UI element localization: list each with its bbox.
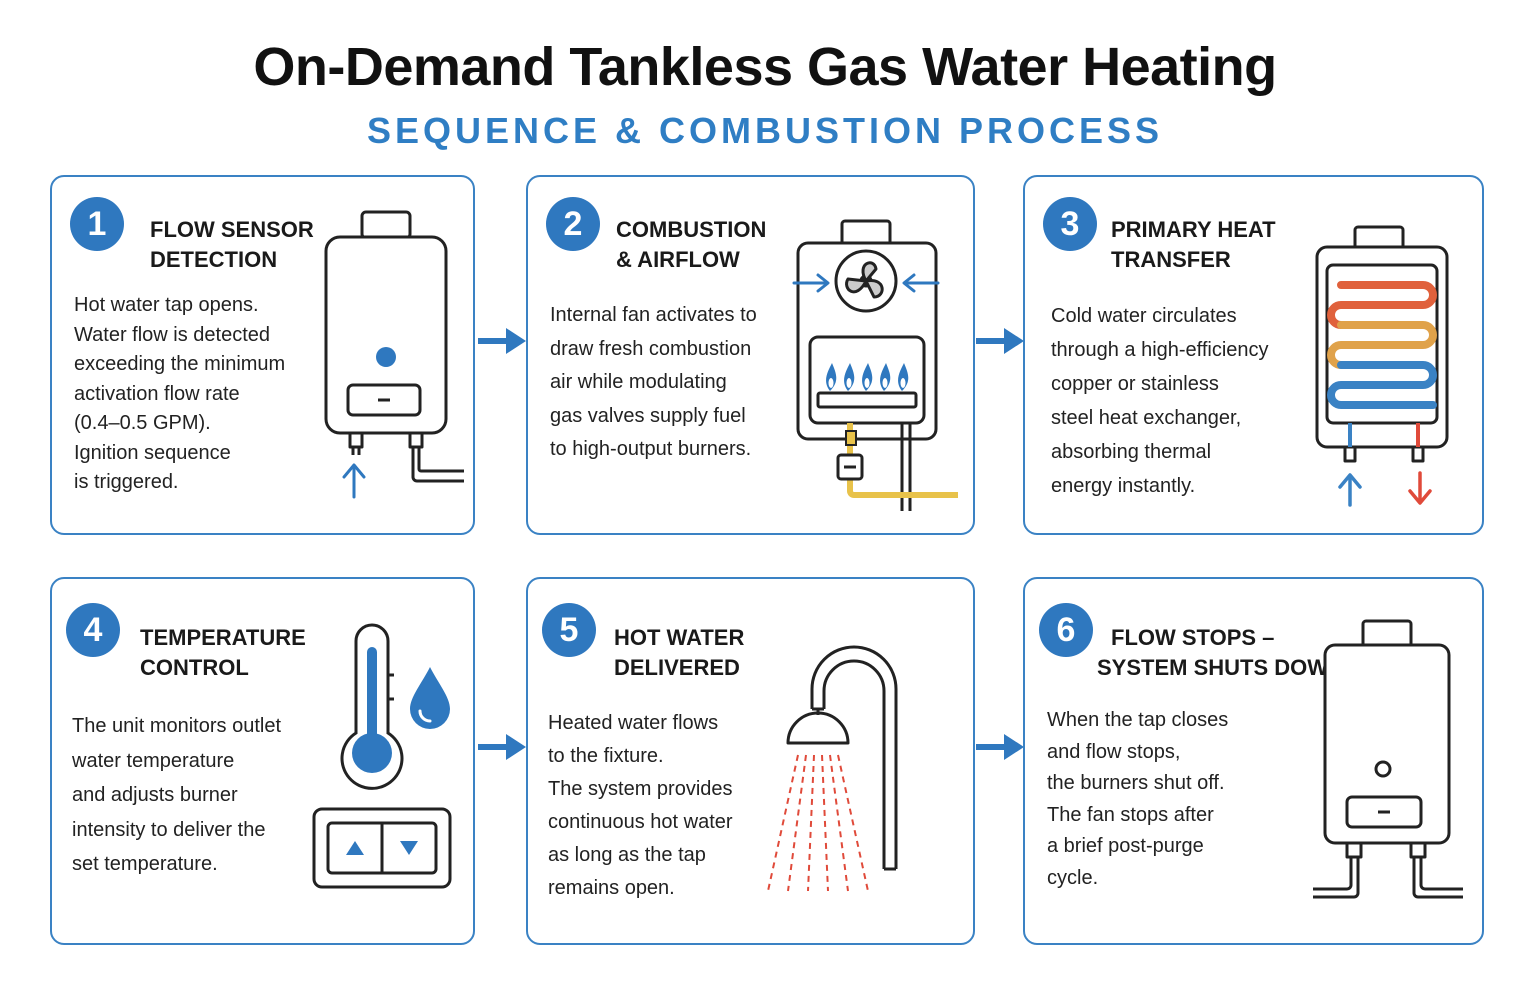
page-subtitle: SEQUENCE & COMBUSTION PROCESS: [366, 110, 1164, 151]
heat-exchanger-icon: [1315, 225, 1449, 507]
flow-arrow-icon: [976, 734, 1024, 760]
step-number-badge: 1: [70, 197, 124, 251]
step-number-badge: 3: [1043, 197, 1097, 251]
shower-icon: [767, 645, 898, 892]
page-title: On-Demand Tankless Gas Water Heating: [253, 37, 1277, 97]
temp-up-icon: [346, 841, 364, 855]
water-heater-unit-icon: [324, 210, 464, 499]
flow-arrow-icon: [976, 328, 1024, 354]
temperature-buttons[interactable]: [312, 807, 452, 891]
step-number-badge: 6: [1039, 603, 1093, 657]
water-heater-off-icon: [1313, 619, 1463, 899]
flow-arrow-icon: [478, 734, 526, 760]
step-card-2: 2 COMBUSTION& AIRFLOW Internal fan activ…: [526, 175, 975, 535]
step-heading: COMBUSTION& AIRFLOW: [616, 217, 767, 272]
temp-down-icon: [400, 841, 418, 855]
step-number-badge: 4: [66, 603, 120, 657]
flow-arrow-icon: [478, 328, 526, 354]
step-number-badge: 2: [546, 197, 600, 251]
thermometer-icon: [340, 623, 450, 790]
step-card-6: 6 FLOW STOPS –SYSTEM SHUTS DOWN When the…: [1023, 577, 1484, 945]
step-description: Hot water tap opens.Water flow is detect…: [74, 294, 286, 493]
step-number-badge: 5: [542, 603, 596, 657]
fan-and-burners-icon: [792, 219, 958, 511]
step-heading: FLOW STOPS –SYSTEM SHUTS DOWN: [1097, 625, 1344, 680]
